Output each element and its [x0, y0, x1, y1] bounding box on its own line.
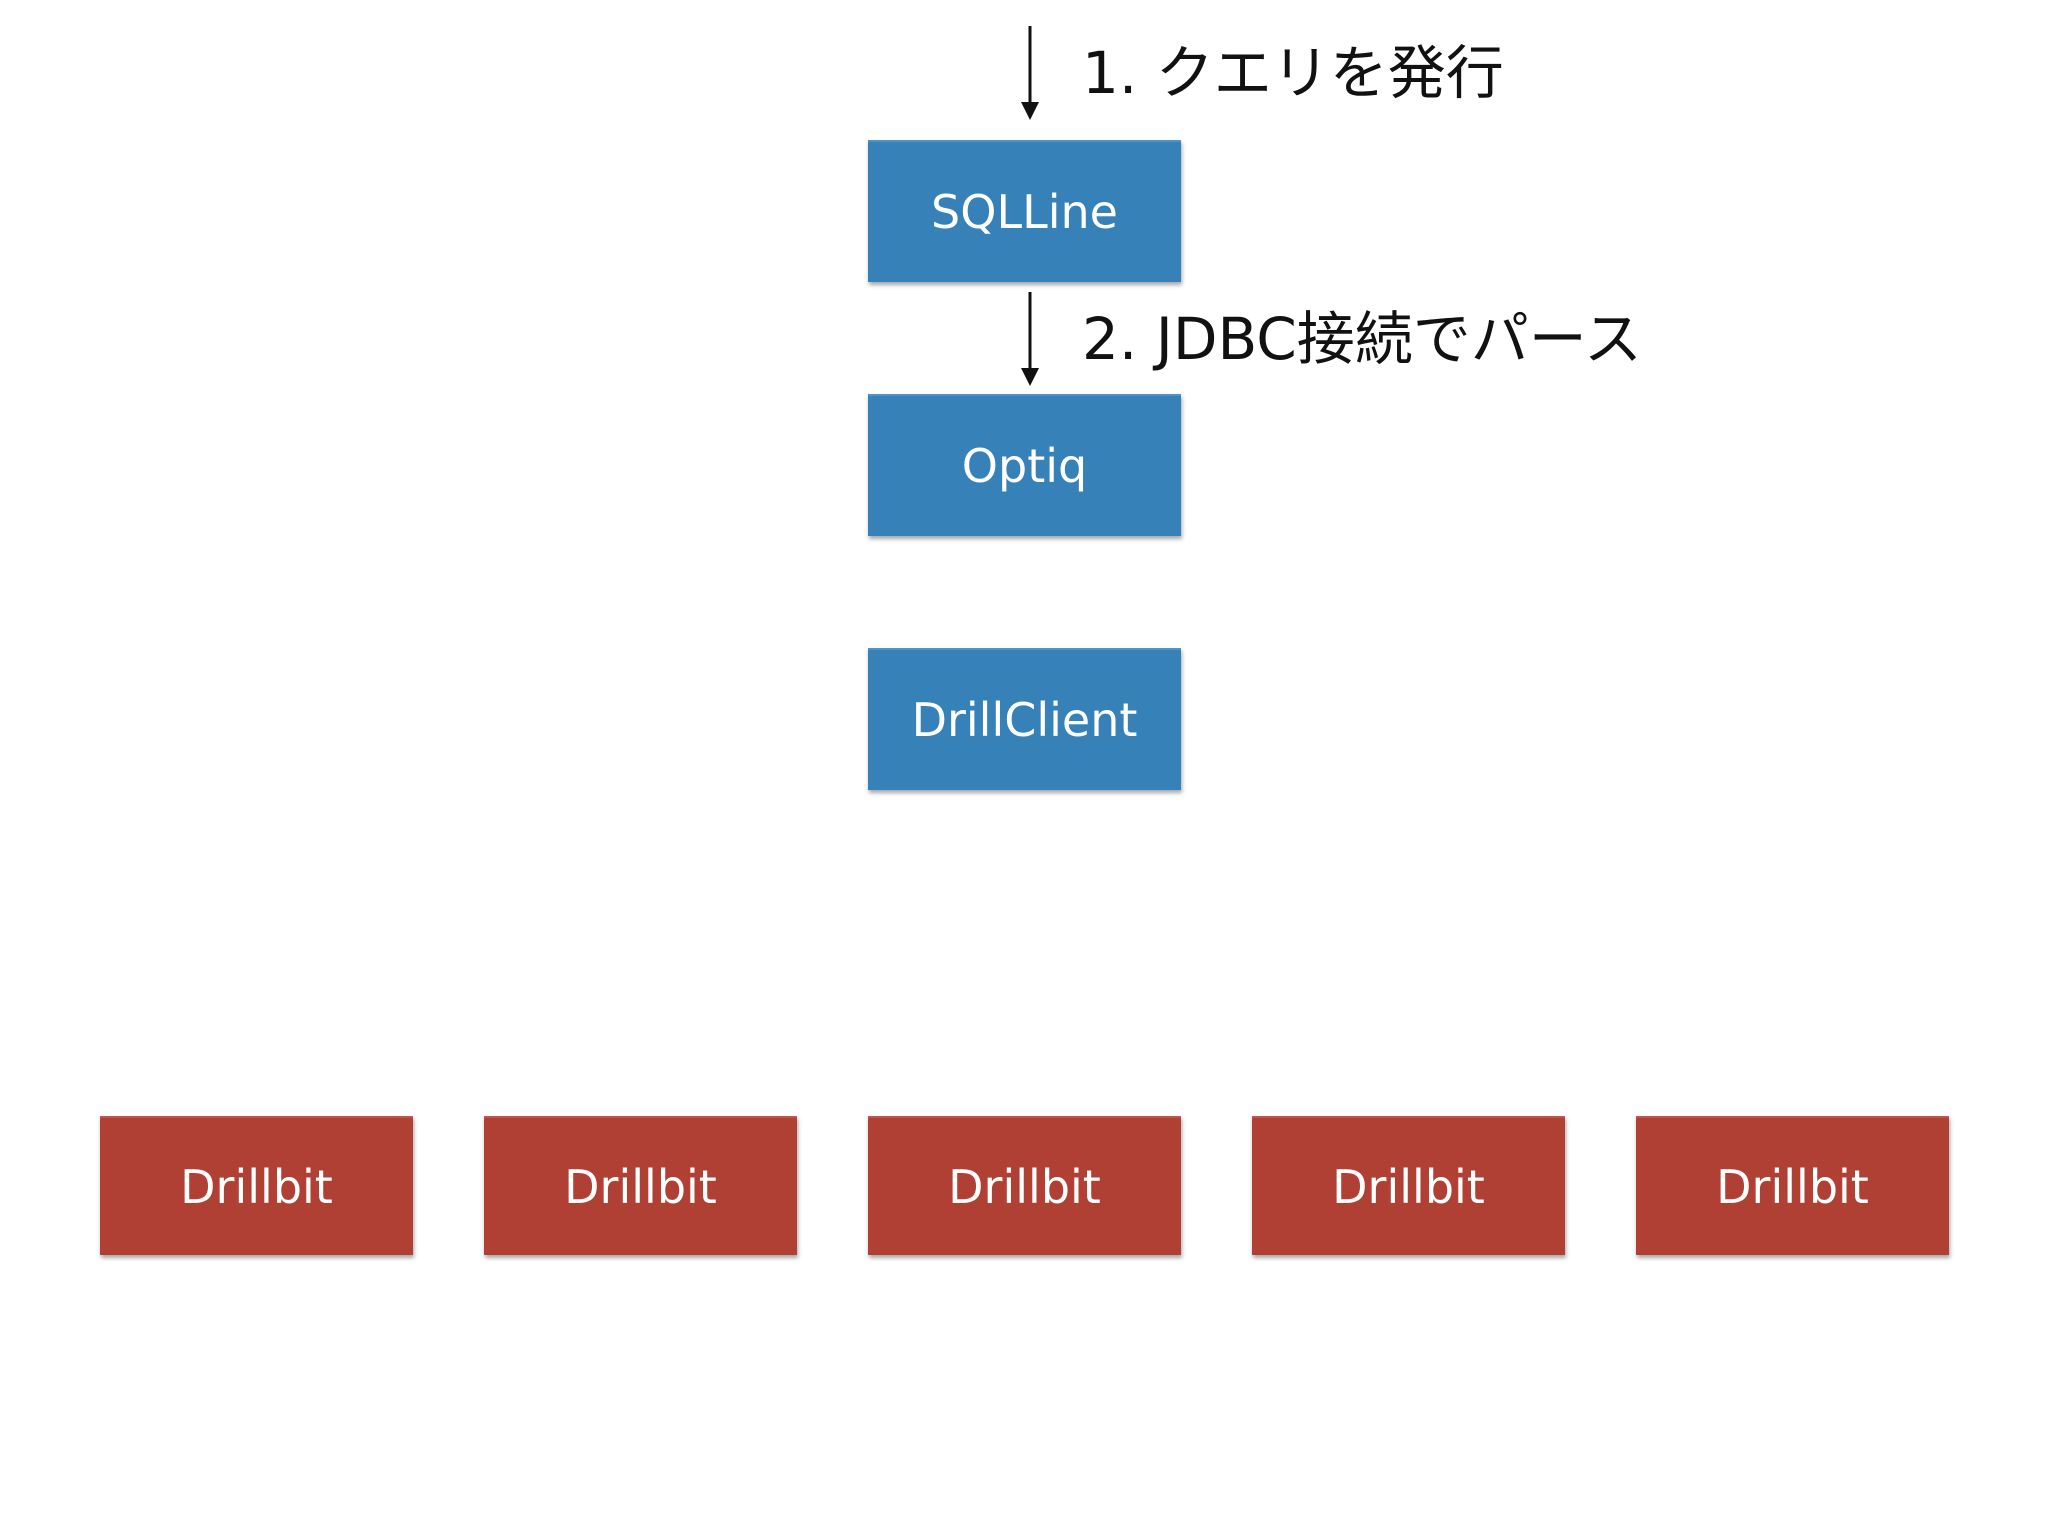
drillbit-box: Drillbit [1252, 1116, 1565, 1255]
drillbit-label: Drillbit [948, 1159, 1101, 1214]
drillclient-box: DrillClient [868, 648, 1181, 790]
optiq-box: Optiq [868, 394, 1181, 536]
drillbit-label: Drillbit [1716, 1159, 1869, 1214]
arrow-jdbc-parse [1021, 292, 1039, 386]
drillbit-label: Drillbit [564, 1159, 717, 1214]
sqlline-box: SQLLine [868, 140, 1181, 282]
drillbit-box: Drillbit [1636, 1116, 1949, 1255]
drillbit-box: Drillbit [484, 1116, 797, 1255]
drillbit-box: Drillbit [100, 1116, 413, 1255]
drillclient-label: DrillClient [911, 693, 1138, 747]
step-2-label: 2. JDBC接続でパース [1082, 305, 1642, 373]
optiq-label: Optiq [961, 439, 1088, 493]
drillbit-label: Drillbit [180, 1159, 333, 1214]
drillbit-label: Drillbit [1332, 1159, 1485, 1214]
drillbit-box: Drillbit [868, 1116, 1181, 1255]
arrow-query-issue [1021, 26, 1039, 120]
sqlline-label: SQLLine [931, 185, 1118, 239]
step-1-label: 1. クエリを発行 [1082, 39, 1504, 107]
